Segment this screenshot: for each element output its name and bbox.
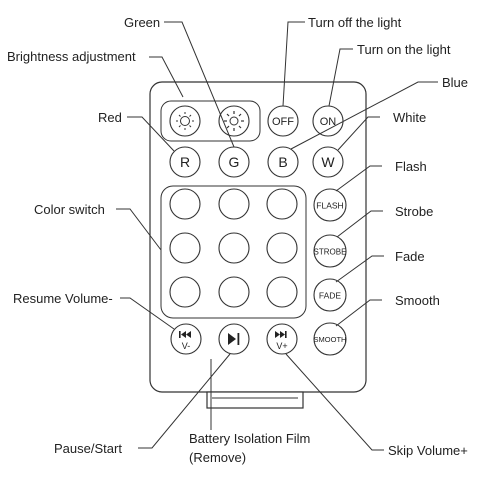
- label-fade: Fade: [395, 249, 425, 264]
- color-button[interactable]: [169, 276, 201, 308]
- brightness-group-box: [160, 100, 261, 142]
- fast-forward-icon: [275, 331, 287, 338]
- label-resume-volume: Resume Volume-: [13, 291, 113, 306]
- label-battery-line2: (Remove): [189, 450, 246, 465]
- color-grid-box: [160, 185, 307, 319]
- white-button[interactable]: W: [312, 146, 344, 178]
- sun-dim-icon: [176, 112, 194, 130]
- white-button-label: W: [321, 154, 335, 170]
- red-button-label: R: [180, 154, 190, 170]
- label-turn-on: Turn on the light: [357, 42, 451, 57]
- flash-button-label: FLASH: [316, 201, 343, 211]
- play-pause-icon: [228, 333, 240, 345]
- smooth-button[interactable]: SMOOTH: [313, 322, 347, 356]
- volume-up-label: V+: [276, 341, 287, 351]
- label-color-switch: Color switch: [34, 202, 105, 217]
- label-skip-volume: Skip Volume+: [388, 443, 468, 458]
- off-button-label: OFF: [272, 116, 294, 128]
- label-smooth: Smooth: [395, 293, 440, 308]
- label-strobe: Strobe: [395, 204, 433, 219]
- blue-button[interactable]: B: [267, 146, 299, 178]
- strobe-button-label: STROBE: [314, 248, 347, 257]
- label-turn-off: Turn off the light: [308, 15, 402, 30]
- label-battery-line1: Battery Isolation Film: [189, 431, 310, 446]
- off-button[interactable]: OFF: [267, 105, 299, 137]
- volume-down-label: V-: [182, 341, 191, 351]
- color-grid: [169, 188, 298, 308]
- blue-button-label: B: [278, 154, 287, 170]
- smooth-button-label: SMOOTH: [314, 335, 347, 344]
- green-button[interactable]: G: [218, 146, 250, 178]
- color-button[interactable]: [266, 188, 298, 220]
- fade-button-label: FADE: [319, 291, 342, 301]
- on-button[interactable]: ON: [312, 105, 344, 137]
- color-button[interactable]: [266, 276, 298, 308]
- label-red: Red: [98, 110, 122, 125]
- color-button[interactable]: [218, 232, 250, 264]
- label-white: White: [393, 110, 426, 125]
- color-button[interactable]: [169, 232, 201, 264]
- green-button-label: G: [229, 154, 240, 170]
- label-pause-start: Pause/Start: [54, 441, 122, 456]
- leader-lines: [116, 21, 438, 451]
- label-flash: Flash: [395, 159, 427, 174]
- label-green: Green: [124, 15, 160, 30]
- next-volume-up-button[interactable]: V+: [266, 323, 298, 355]
- flash-button[interactable]: FLASH: [313, 188, 347, 222]
- color-button[interactable]: [218, 188, 250, 220]
- color-button[interactable]: [169, 188, 201, 220]
- color-button[interactable]: [266, 232, 298, 264]
- sun-bright-icon: [224, 111, 244, 131]
- brightness-down-button[interactable]: [169, 105, 201, 137]
- fade-button[interactable]: FADE: [313, 278, 347, 312]
- label-blue: Blue: [442, 75, 468, 90]
- label-brightness: Brightness adjustment: [7, 49, 136, 64]
- on-button-label: ON: [320, 116, 337, 128]
- rewind-icon: [179, 331, 191, 338]
- red-button[interactable]: R: [169, 146, 201, 178]
- callout-labels: Green Turn off the light Brightness adju…: [7, 15, 468, 465]
- strobe-button[interactable]: STROBE: [313, 234, 347, 268]
- prev-volume-down-button[interactable]: V-: [170, 323, 202, 355]
- battery-isolation-tab: [206, 391, 304, 409]
- color-button[interactable]: [218, 276, 250, 308]
- play-pause-button[interactable]: [218, 323, 250, 355]
